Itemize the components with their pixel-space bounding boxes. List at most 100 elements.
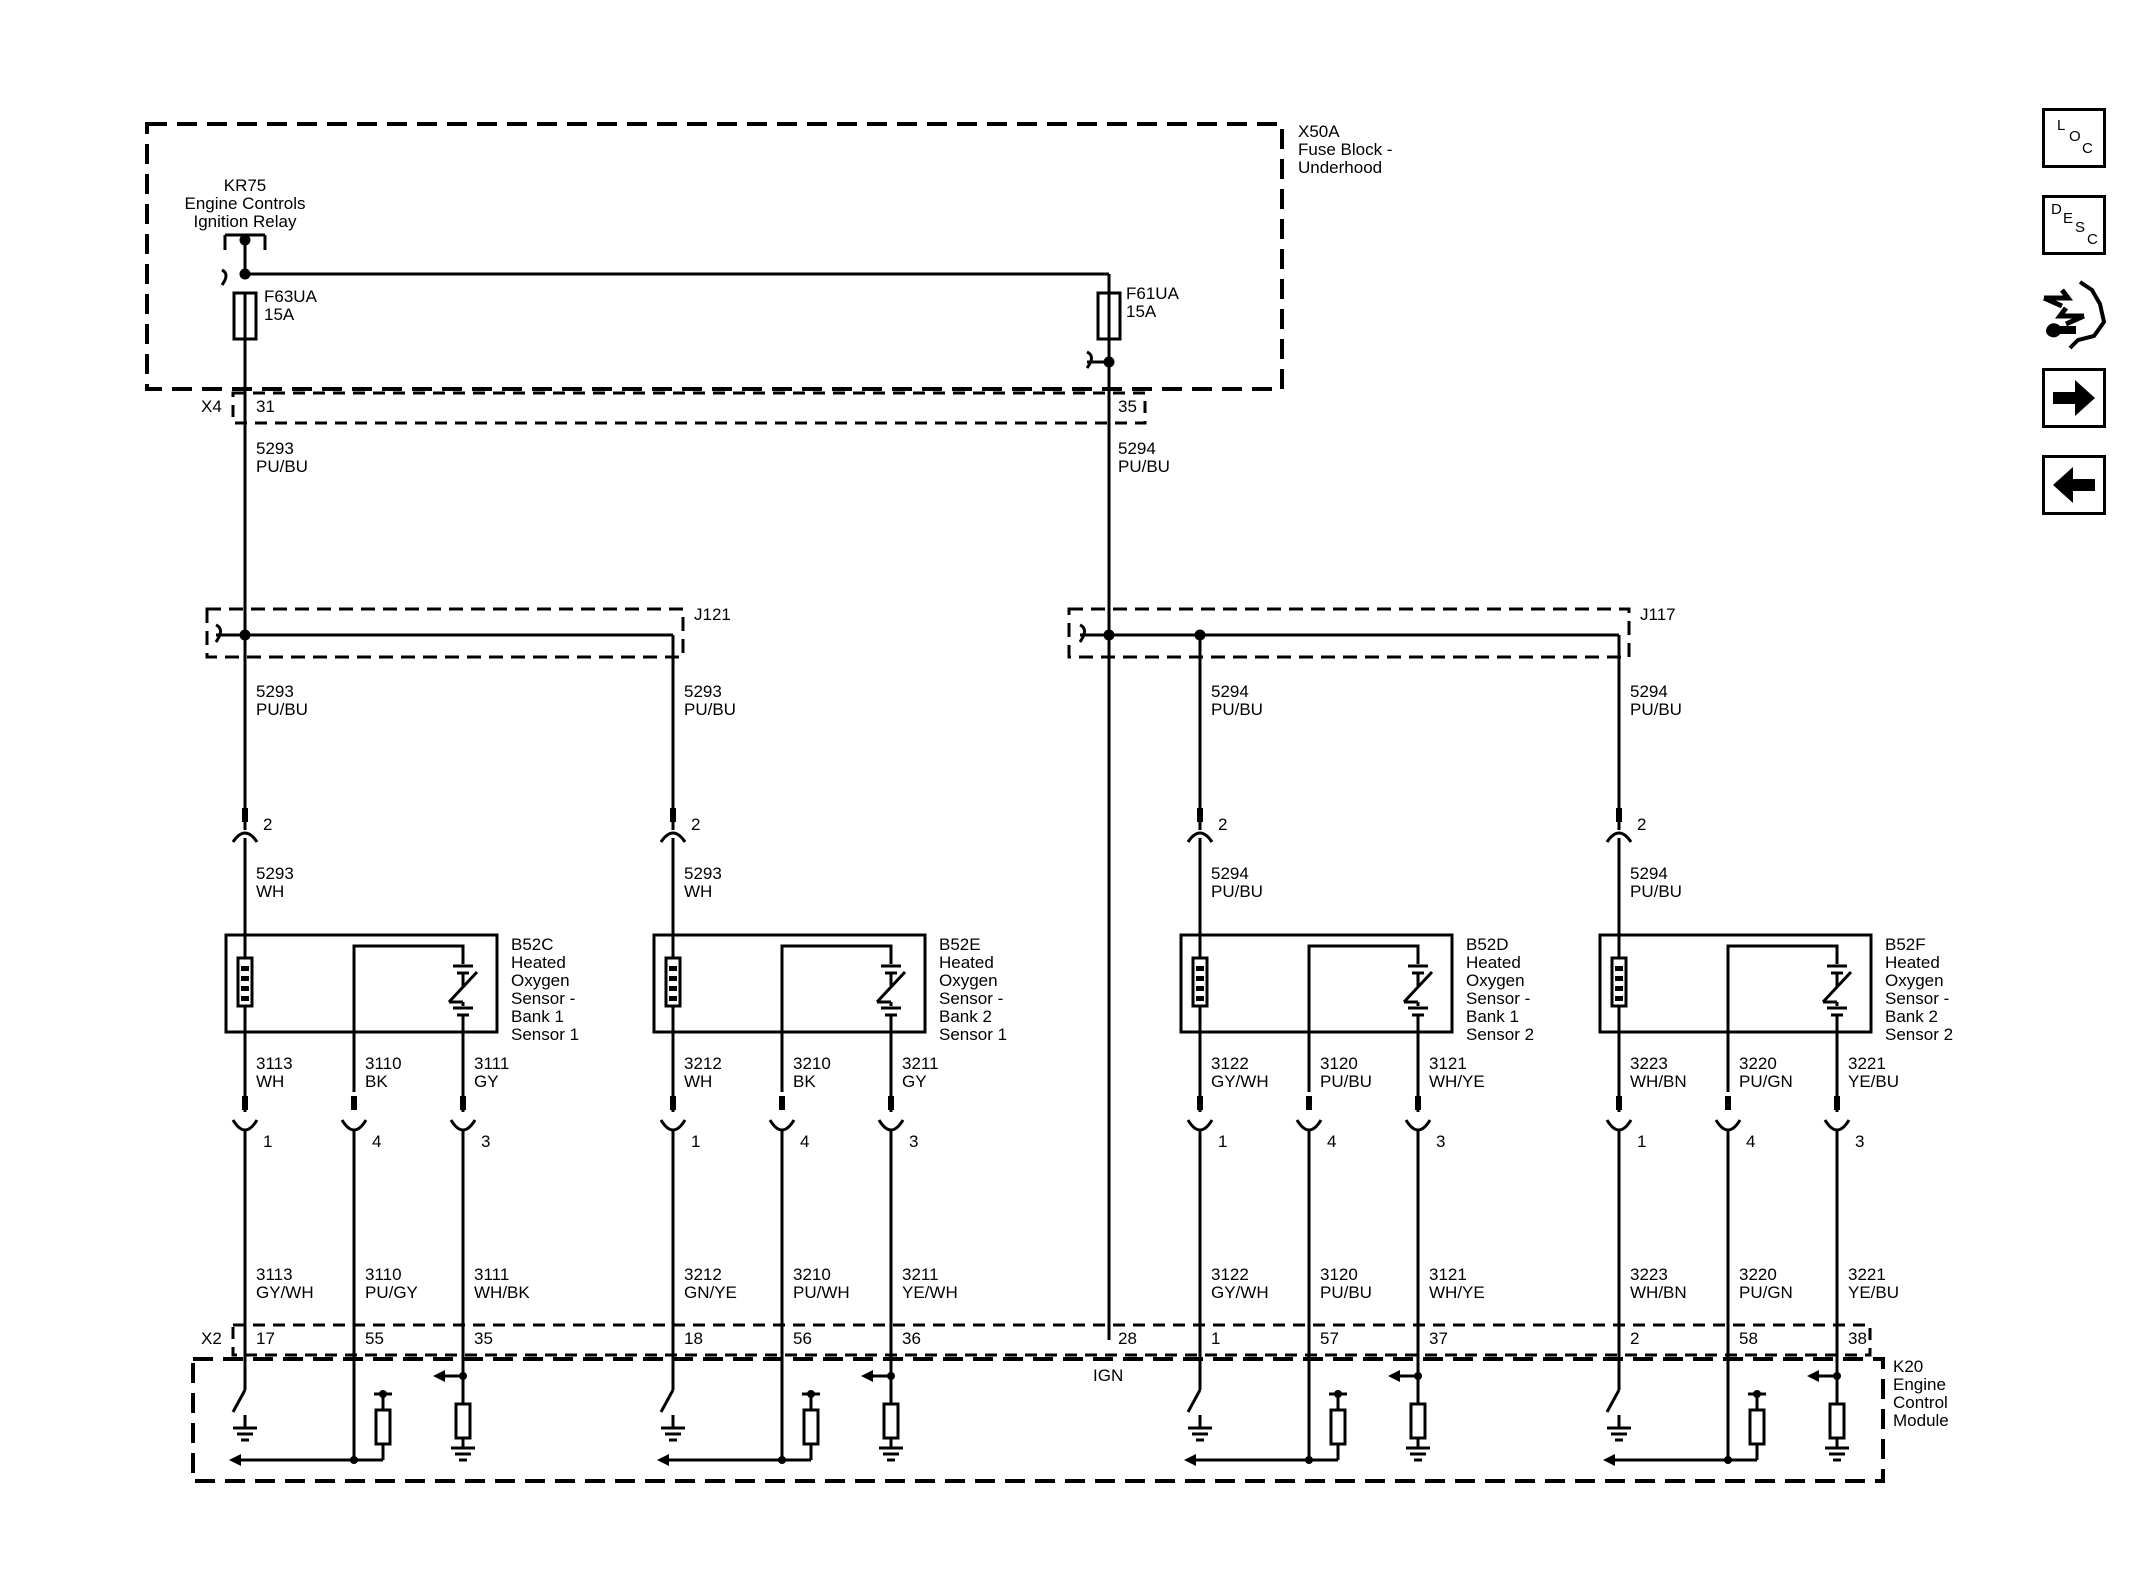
signal-pin-number: 1 <box>691 1132 700 1151</box>
power-pin-number: 2 <box>1218 815 1227 834</box>
ecm-pin-number: 57 <box>1320 1329 1339 1348</box>
wire-color: PU/BU <box>1320 1283 1372 1302</box>
signal-pin-terminal <box>1714 1096 1742 1132</box>
sensor-name-line: Sensor - <box>511 989 575 1008</box>
sensor-ref: B52F <box>1885 935 1926 954</box>
power-pin-number: 2 <box>1637 815 1646 834</box>
svg-text:Fuse Block -: Fuse Block - <box>1298 140 1392 159</box>
wire-color: GY <box>474 1072 499 1091</box>
wire-color: PU/BU <box>684 700 736 719</box>
arrow-left-marker <box>433 1370 445 1382</box>
splice-j121-label: J121 <box>694 605 731 624</box>
low-side-driver-switch <box>1605 1389 1621 1413</box>
arrow-left-icon <box>2053 467 2095 503</box>
load-resistor <box>1828 1402 1846 1440</box>
wire-circuit-number: 3212 <box>684 1054 722 1073</box>
wire-circuit-number: 3211 <box>902 1265 939 1284</box>
bias-resistor <box>1748 1408 1766 1446</box>
sensor-name-line: Oxygen <box>1466 971 1525 990</box>
next-button[interactable] <box>2042 368 2106 428</box>
sensor-name-line: Bank 1 <box>511 1007 564 1026</box>
signal-pin-terminal <box>1186 1096 1214 1132</box>
sensor-name-line: Heated <box>1466 953 1521 972</box>
arrow-left-marker <box>657 1454 669 1466</box>
ecm-internal-circuit <box>657 1370 903 1466</box>
arrow-left-marker <box>1184 1454 1196 1466</box>
ecm-pin-number: 1 <box>1211 1329 1220 1348</box>
svg-text:5293: 5293 <box>256 439 294 458</box>
sensor-name-line: Sensor 2 <box>1466 1025 1534 1044</box>
previous-button[interactable] <box>2042 455 2106 515</box>
svg-text:Module: Module <box>1893 1411 1949 1430</box>
wire-circuit-number: 3210 <box>793 1265 831 1284</box>
power-pin-number: 2 <box>263 815 272 834</box>
wire-color: WH/BK <box>474 1283 530 1302</box>
svg-text:5294: 5294 <box>1118 439 1156 458</box>
wire-color: PU/BU <box>1211 882 1263 901</box>
relay-contact <box>220 233 267 286</box>
svg-text:Ignition Relay: Ignition Relay <box>193 212 297 231</box>
sensor-box <box>1598 933 1873 1034</box>
wire-circuit-number: 3221 <box>1848 1054 1886 1073</box>
wire-circuit-number: 3211 <box>902 1054 939 1073</box>
sensor-ref: B52C <box>511 935 554 954</box>
wire-circuit-number: 3113 <box>256 1265 293 1284</box>
x4-pin-31: 31 <box>256 397 275 416</box>
wire-color: GY/WH <box>1211 1283 1269 1302</box>
x4-pin-35: 35 <box>1118 397 1137 416</box>
sensing-element-lead <box>1726 944 1839 1092</box>
ecm-ign-pin: 28 <box>1118 1329 1137 1348</box>
splice-j117-label: J117 <box>1640 605 1676 624</box>
sensor-ref: B52D <box>1466 935 1509 954</box>
power-pin-terminal <box>1186 808 1214 843</box>
signal-pin-number: 4 <box>1746 1132 1755 1151</box>
x2-ref-label: X2 <box>201 1329 222 1348</box>
loc-letter-c: C <box>2082 140 2093 157</box>
x2-connector-strip <box>231 1323 1872 1357</box>
ecm-pin-number: 56 <box>793 1329 812 1348</box>
power-pin-terminal <box>659 808 687 843</box>
svg-text:K20: K20 <box>1893 1357 1923 1376</box>
location-button[interactable]: L O C <box>2042 108 2106 168</box>
sensor-name-line: Oxygen <box>1885 971 1944 990</box>
bias-resistor <box>802 1408 820 1446</box>
svg-text:PU/BU: PU/BU <box>256 457 308 476</box>
arrow-left-marker <box>861 1370 873 1382</box>
sensor-box <box>1179 933 1454 1034</box>
wire-circuit-number: 3223 <box>1630 1265 1668 1284</box>
wire-color: PU/BU <box>1630 882 1682 901</box>
wire-color: YE/BU <box>1848 1283 1899 1302</box>
oxygen-cell-symbol <box>875 964 907 1032</box>
sensor-name-line: Heated <box>511 953 566 972</box>
signal-pin-number: 3 <box>909 1132 918 1151</box>
signal-pin-number: 1 <box>263 1132 272 1151</box>
wire-color: GY <box>902 1072 927 1091</box>
signal-pin-number: 3 <box>481 1132 490 1151</box>
wire-circuit-number: 5294 <box>1211 682 1249 701</box>
wire-color: PU/GN <box>1739 1072 1793 1091</box>
description-button[interactable]: D E S C <box>2042 195 2106 255</box>
arrow-left-marker <box>1603 1454 1615 1466</box>
wire-circuit-number: 3220 <box>1739 1054 1777 1073</box>
wire-circuit-number: 5293 <box>684 864 722 883</box>
harness-connector-button[interactable] <box>2040 276 2110 350</box>
harness-connector-icon <box>2042 280 2107 350</box>
wire-color: GN/YE <box>684 1283 737 1302</box>
